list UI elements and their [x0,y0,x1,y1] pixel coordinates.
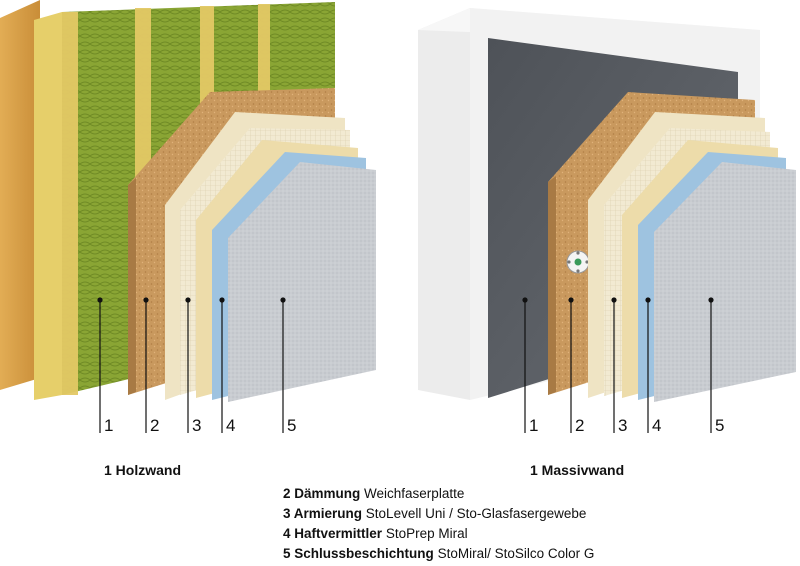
legend-item-reinforcement: 3 Armierung StoLevell Uni / Sto-Glasfase… [283,504,594,524]
callout-right-3: 3 [611,297,627,435]
legend-term: 4 Haftvermittler [283,526,383,541]
callout-right-4: 4 [645,297,661,435]
callout-right-3-label: 3 [618,416,627,435]
legend-term: 5 Schlussbeschichtung [283,546,434,561]
legend-desc: StoMiral/ StoSilco Color G [437,546,595,561]
callout-left-4: 4 [219,297,235,435]
legend-item-finish: 5 Schlussbeschichtung StoMiral/ StoSilco… [283,544,594,564]
layer-legend: 2 Dämmung Weichfaserplatte 3 Armierung S… [283,484,594,564]
masonry-side [418,8,470,400]
callout-right-5: 5 [708,297,724,435]
insulation-dowel-icon [566,250,590,274]
legend-desc: StoLevell Uni / Sto-Glasfasergewebe [365,506,587,521]
callout-left-3-label: 3 [192,416,201,435]
legend-term: 3 Armierung [283,506,363,521]
callout-right-4-label: 4 [652,416,661,435]
callout-left-1-label: 1 [104,416,113,435]
timber-back-panel [0,0,40,390]
callouts-left: 1 2 3 4 5 [97,297,296,435]
finish-plaster-2 [654,162,796,402]
legend-desc: StoPrep Miral [385,526,468,541]
callout-right-2: 2 [568,297,584,435]
timber-wall-diagram [0,0,376,402]
timber-frame-edge [34,12,62,400]
callout-right-1: 1 [522,297,538,435]
callout-left-2-label: 2 [150,416,159,435]
legend-item-insulation: 2 Dämmung Weichfaserplatte [283,484,594,504]
insulation-side-2 [548,176,556,395]
callout-right-1-label: 1 [529,416,538,435]
callout-left-5: 5 [280,297,296,435]
legend-item-primer: 4 Haftvermittler StoPrep Miral [283,524,594,544]
callout-right-5-label: 5 [715,416,724,435]
stud-1 [62,12,78,395]
callout-left-3: 3 [185,297,201,435]
callouts-right: 1 2 3 4 5 [522,297,724,435]
callout-left-4-label: 4 [226,416,235,435]
finish-plaster [228,162,376,402]
insulation-side [128,178,136,395]
callout-left-2: 2 [143,297,159,435]
legend-term: 2 Dämmung [283,486,361,501]
solid-wall-title: 1 Massivwand [530,462,625,478]
legend-desc: Weichfaserplatte [364,486,465,501]
callout-left-1: 1 [97,297,113,435]
callout-right-2-label: 2 [575,416,584,435]
solid-wall-diagram [418,8,796,402]
callout-left-5-label: 5 [287,416,296,435]
timber-wall-title: 1 Holzwand [104,462,182,478]
